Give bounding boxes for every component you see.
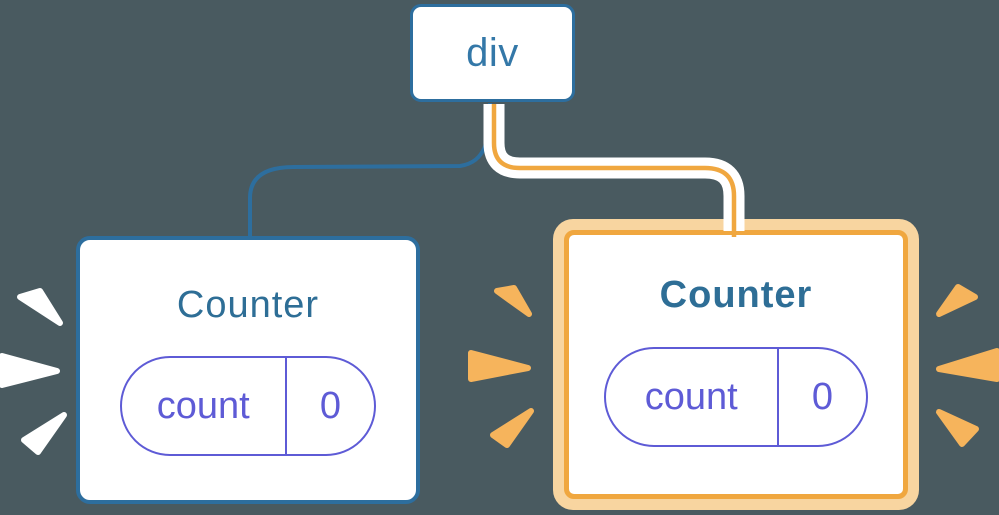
edge-halo — [483, 104, 745, 231]
sparkle-icon — [936, 409, 979, 447]
sparkle-icon — [936, 348, 999, 382]
pill-divider — [776, 349, 779, 445]
edge-div-to-right-counter — [491, 104, 737, 237]
state-pill: count 0 — [120, 356, 376, 456]
state-pill: count 0 — [604, 347, 868, 447]
sparkle-burst-orange-right — [936, 284, 999, 447]
state-value: 0 — [811, 375, 834, 418]
counter-title: Counter — [176, 284, 320, 326]
counter-card-right: Counter count 0 — [564, 230, 908, 499]
sparkle-icon — [21, 412, 67, 455]
edge-div-to-left-counter — [248, 102, 492, 237]
state-key: count — [644, 375, 738, 418]
sparkle-icon — [494, 285, 532, 317]
sparkle-icon — [17, 288, 63, 326]
counter-card-right-highlight: Counter count 0 — [553, 219, 919, 510]
state-key: count — [156, 384, 250, 427]
counter-title: Counter — [659, 274, 813, 316]
pill-divider — [284, 358, 287, 454]
counter-card-left: Counter count 0 — [76, 236, 420, 504]
sparkle-icon — [490, 408, 534, 448]
sparkle-icon — [468, 350, 531, 382]
state-value: 0 — [319, 384, 342, 427]
sparkle-icon — [0, 353, 60, 388]
sparkle-burst-white — [0, 288, 67, 455]
tree-node-div-label: div — [466, 30, 519, 75]
sparkle-icon — [936, 284, 978, 317]
sparkle-burst-orange-left — [468, 285, 534, 448]
tree-node-div: div — [410, 4, 575, 102]
